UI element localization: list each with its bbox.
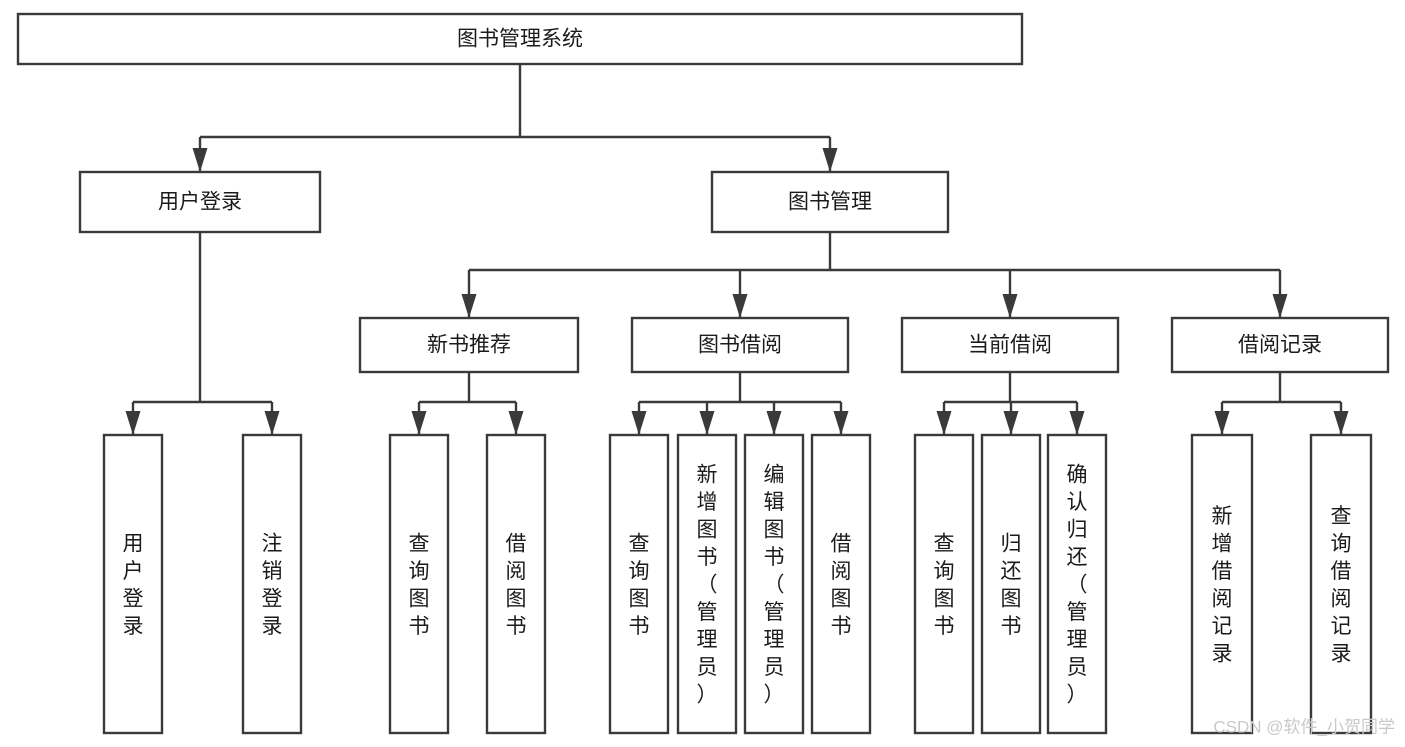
arrow-head-icon (192, 148, 208, 172)
arrow-head-icon (508, 411, 524, 435)
node-label: 归还图书 (1001, 532, 1022, 638)
node-label: 新增借阅记录 (1212, 505, 1233, 666)
node-current-borrow[interactable]: 当前借阅 (900, 316, 1120, 374)
leaf-node-box (102, 433, 164, 735)
arrow-head-icon (411, 411, 427, 435)
arrow-head-icon (936, 411, 952, 435)
arrow-head-icon (1333, 411, 1349, 435)
node-book-borrow[interactable]: 图书借阅 (630, 316, 850, 374)
node-label: 用户登录 (158, 191, 242, 214)
node-label: 编辑图书（管理员） (764, 464, 785, 707)
node-book-manage[interactable]: 图书管理 (710, 170, 950, 234)
node-leaf-add-borrow-record[interactable]: 新增借阅记录 (1190, 433, 1254, 735)
leaf-node-box (241, 433, 303, 735)
node-leaf-query-borrow-record[interactable]: 查询借阅记录 (1309, 433, 1373, 735)
node-label: 新增图书（管理员） (697, 464, 718, 707)
node-root[interactable]: 图书管理系统 (16, 12, 1024, 66)
node-leaf-borrow-book[interactable]: 借阅图书 (810, 433, 872, 735)
node-label: 图书管理系统 (457, 28, 583, 51)
node-label: 借阅记录 (1238, 334, 1322, 357)
arrow-head-icon (833, 411, 849, 435)
level3-node-box (630, 316, 850, 374)
node-label: 查询借阅记录 (1331, 505, 1352, 666)
node-label: 当前借阅 (968, 334, 1052, 357)
leaf-node-box (743, 433, 805, 735)
leaf-node-box (810, 433, 872, 735)
arrow-head-icon (264, 411, 280, 435)
csdn-watermark: CSDN @软件_小贺同学 (1213, 717, 1395, 736)
node-leaf-user-logout[interactable]: 注销登录 (241, 433, 303, 735)
node-label: 查询图书 (629, 532, 650, 638)
node-leaf-borrow-book-recommend[interactable]: 借阅图书 (485, 433, 547, 735)
arrow-head-icon (1003, 411, 1019, 435)
arrow-head-icon (1002, 294, 1018, 318)
node-leaf-confirm-return-admin[interactable]: 确认归还（管理员） (1046, 433, 1108, 735)
arrow-head-icon (461, 294, 477, 318)
node-layer: 图书管理系统用户登录图书管理新书推荐图书借阅当前借阅借阅记录用户登录注销登录查询… (16, 12, 1390, 735)
root-node-box (16, 12, 1024, 66)
level2-node-box (710, 170, 950, 234)
leaf-node-box (676, 433, 738, 735)
leaf-node-box (1190, 433, 1254, 735)
node-label: 查询图书 (934, 532, 955, 638)
node-leaf-query-book-recommend[interactable]: 查询图书 (388, 433, 450, 735)
arrow-head-icon (125, 411, 141, 435)
arrow-head-icon (822, 148, 838, 172)
arrow-head-icon (1272, 294, 1288, 318)
level3-node-box (1170, 316, 1390, 374)
connector-layer (125, 64, 1349, 435)
leaf-node-box (1046, 433, 1108, 735)
node-new-book-recommend[interactable]: 新书推荐 (358, 316, 580, 374)
arrow-head-icon (766, 411, 782, 435)
leaf-node-box (980, 433, 1042, 735)
node-label: 新书推荐 (427, 334, 511, 357)
node-label: 确认归还（管理员） (1067, 464, 1088, 707)
leaf-node-box (388, 433, 450, 735)
node-label: 图书管理 (788, 191, 872, 214)
leaf-node-box (1309, 433, 1373, 735)
leaf-node-box (913, 433, 975, 735)
node-label: 查询图书 (409, 532, 430, 638)
node-borrow-record[interactable]: 借阅记录 (1170, 316, 1390, 374)
arrow-head-icon (1214, 411, 1230, 435)
level3-node-box (358, 316, 580, 374)
node-leaf-return-book[interactable]: 归还图书 (980, 433, 1042, 735)
arrow-head-icon (732, 294, 748, 318)
node-leaf-edit-book-admin[interactable]: 编辑图书（管理员） (743, 433, 805, 735)
node-leaf-query-book-borrow[interactable]: 查询图书 (608, 433, 670, 735)
leaf-node-box (608, 433, 670, 735)
node-label: 用户登录 (123, 532, 144, 638)
leaf-node-box (485, 433, 547, 735)
arrow-head-icon (631, 411, 647, 435)
level2-node-box (78, 170, 322, 234)
node-user-login[interactable]: 用户登录 (78, 170, 322, 234)
arrow-head-icon (1069, 411, 1085, 435)
node-label: 借阅图书 (831, 532, 852, 638)
arrow-head-icon (699, 411, 715, 435)
node-label: 图书借阅 (698, 334, 782, 357)
level3-node-box (900, 316, 1120, 374)
node-leaf-user-login[interactable]: 用户登录 (102, 433, 164, 735)
node-label: 借阅图书 (506, 532, 527, 638)
node-label: 注销登录 (262, 532, 283, 638)
node-leaf-add-book-admin[interactable]: 新增图书（管理员） (676, 433, 738, 735)
node-leaf-query-book-current[interactable]: 查询图书 (913, 433, 975, 735)
